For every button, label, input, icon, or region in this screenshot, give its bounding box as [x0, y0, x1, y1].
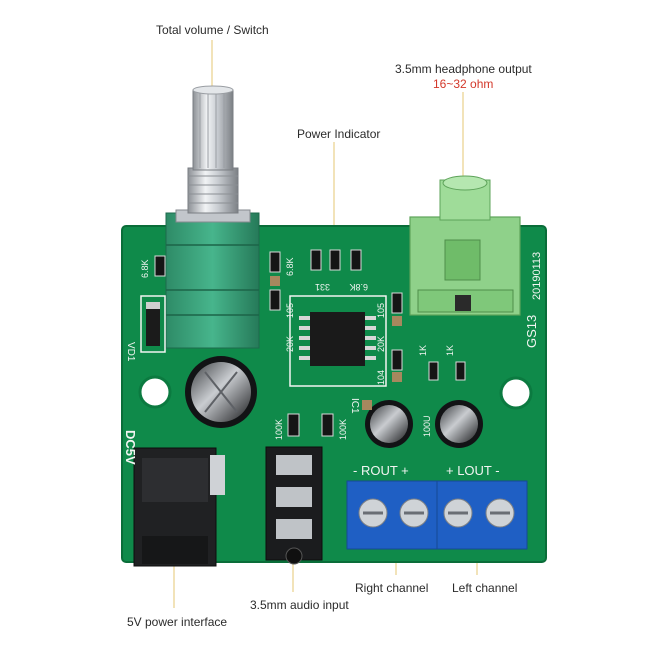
- label-audio-input: 3.5mm audio input: [250, 598, 349, 612]
- label-right-channel: Right channel: [355, 581, 429, 595]
- terminal-block-right: [346, 480, 438, 550]
- silk-1k-right: 1K: [445, 345, 455, 356]
- silk-100k-right: 100K: [338, 419, 348, 440]
- capacitor-small-1: [365, 400, 413, 448]
- silk-104: 104: [376, 370, 386, 385]
- label-left-channel: Left channel: [452, 581, 518, 595]
- capacitor-large: [185, 356, 257, 428]
- audio-input-jack: [265, 446, 323, 565]
- ic1-chip: [289, 295, 387, 387]
- silk-ic1: IC1: [349, 398, 360, 414]
- silk-date: 20190113: [531, 252, 543, 300]
- silk-105-left: 105: [285, 303, 295, 318]
- callout-lines: [173, 40, 503, 608]
- silk-rout: - ROUT +: [353, 463, 409, 478]
- silk-6.8k-left: 6.8K: [140, 259, 150, 278]
- label-headphone-output: 3.5mm headphone output: [395, 62, 532, 76]
- silk-dc5v: DC5V: [123, 430, 138, 465]
- potentiometer: [165, 85, 260, 349]
- headphone-output-jack: [409, 175, 521, 316]
- silk-gs13: GS13: [524, 315, 539, 348]
- pcb-board: [121, 225, 547, 563]
- capacitor-small-2: [435, 400, 483, 448]
- silk-20k-left: 20K: [285, 336, 295, 352]
- smd-components: [154, 249, 466, 437]
- silk-20k-right: 20K: [376, 336, 386, 352]
- silk-1k-left: 1K: [418, 345, 428, 356]
- silk-lout: + LOUT -: [446, 463, 500, 478]
- silk-vd1: VD1: [125, 342, 136, 362]
- silk-105-right: 105: [376, 303, 386, 318]
- silk-100k-left: 100K: [274, 419, 284, 440]
- label-impedance: 16~32 ohm: [433, 77, 494, 91]
- diode-vd1: [140, 295, 166, 353]
- dc-power-jack: [133, 447, 225, 567]
- terminal-block-left: [436, 480, 528, 550]
- silk-331: 331: [315, 282, 330, 292]
- silk-6.8k-right: 6.8K: [285, 257, 295, 276]
- silk-100u: 100U: [422, 415, 432, 437]
- label-power-indicator: Power Indicator: [297, 127, 381, 141]
- silk-6.8k-ic: 6.8K: [349, 282, 368, 292]
- label-volume-switch: Total volume / Switch: [156, 23, 269, 37]
- silkscreen: DC5V VD1 GS13 20190113 - ROUT + + LOUT -…: [123, 252, 543, 478]
- label-power-interface: 5V power interface: [127, 615, 228, 629]
